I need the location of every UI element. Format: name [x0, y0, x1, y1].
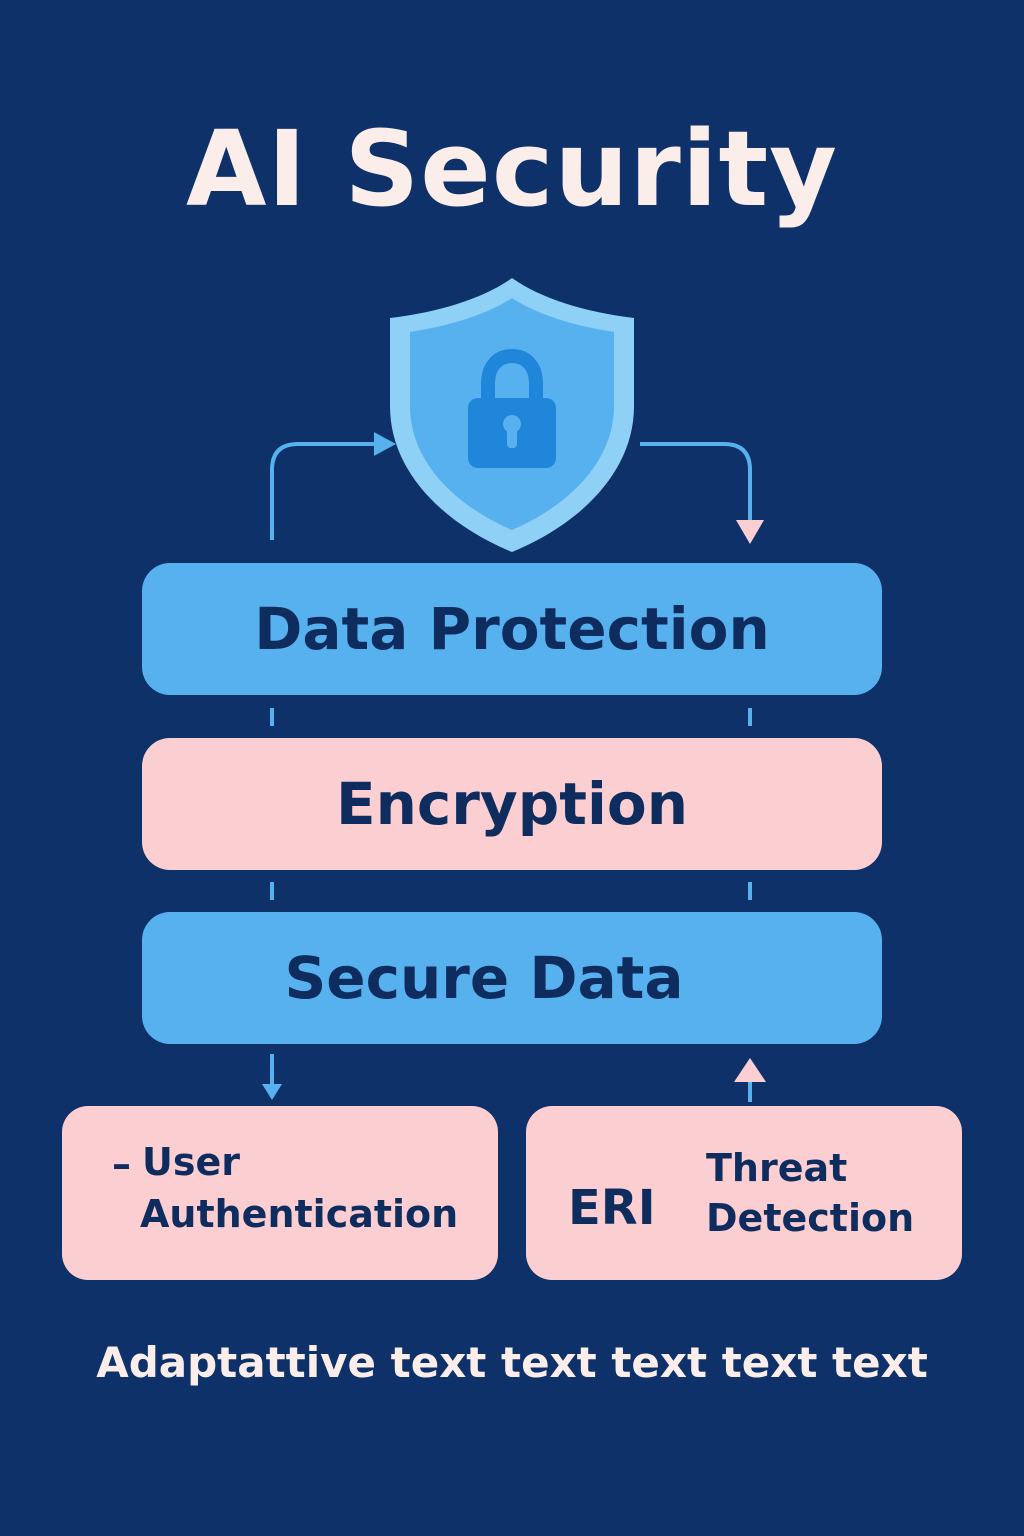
footer-text: Adaptattive text text text text text — [96, 1338, 928, 1387]
card-label-line1: Threat — [706, 1146, 848, 1190]
shield-icon — [390, 278, 634, 552]
layer-label: Secure Data — [284, 944, 684, 1012]
layer-secure-data: Secure Data — [142, 912, 882, 1044]
layer-data-protection: Data Protection — [142, 563, 882, 695]
user-authentication-card: – User Authentication — [62, 1106, 498, 1280]
card-label-line1: User — [142, 1140, 240, 1184]
page-title: AI Security — [186, 108, 838, 230]
layer-label: Data Protection — [254, 595, 770, 663]
card-label-line2: Authentication — [140, 1192, 459, 1236]
layer-encryption: Encryption — [142, 738, 882, 870]
layer-label: Encryption — [336, 770, 688, 838]
card-code: ERI — [568, 1180, 656, 1236]
lock-icon — [468, 348, 556, 468]
card-label-line2: Detection — [706, 1196, 915, 1240]
threat-detection-card: ERI Threat Detection — [526, 1106, 962, 1280]
card-prefix: – — [112, 1142, 131, 1186]
